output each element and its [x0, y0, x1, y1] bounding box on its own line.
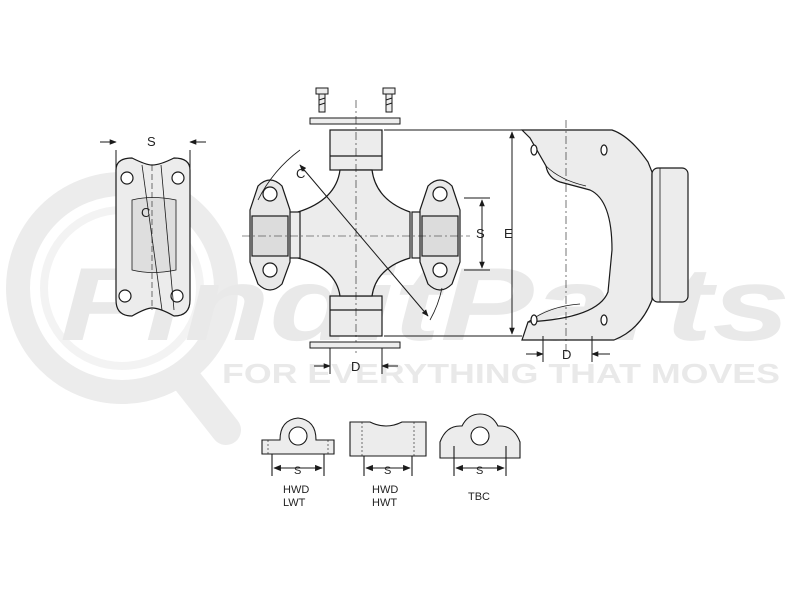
bearing-variant-1: [261, 417, 335, 476]
label-e-yoke: E: [504, 226, 513, 241]
dimension-c-cross: [257, 149, 443, 321]
variant-3-line1: TBC: [468, 491, 490, 503]
dimension-d-yoke: [526, 336, 610, 362]
label-s-variant-1: S: [294, 465, 301, 477]
cap-plate-bottom: [309, 341, 401, 349]
yoke: [520, 129, 689, 341]
label-c-cross: C: [296, 166, 305, 181]
dimension-e-yoke: [384, 129, 522, 337]
label-d-cross: D: [351, 359, 360, 374]
variant-1-line1: HWD: [283, 484, 309, 496]
dimension-d-cross: [314, 348, 398, 374]
bearing-cap-plate: [115, 157, 191, 317]
label-s-variant-2: S: [384, 465, 391, 477]
label-c-cap: C: [141, 205, 150, 220]
dimension-s-cross: [464, 197, 490, 271]
label-s-cap: S: [147, 134, 156, 149]
bearing-variant-2: [349, 421, 427, 476]
dimension-s-cap: [100, 139, 206, 170]
label-d-yoke: D: [562, 347, 571, 362]
watermark-tagline: FOR EVERYTHING THAT MOVES: [222, 358, 780, 389]
label-s-variant-3: S: [476, 465, 483, 477]
bearing-right: [419, 179, 461, 291]
variant-2-line1: HWD: [372, 484, 398, 496]
label-s-cross: S: [476, 226, 485, 241]
variant-2-line2: HWT: [372, 497, 397, 509]
variant-1-line2: LWT: [283, 497, 306, 509]
bearing-left: [249, 179, 291, 291]
bearing-variant-3: [439, 413, 521, 476]
cap-screws-top: [309, 87, 401, 125]
